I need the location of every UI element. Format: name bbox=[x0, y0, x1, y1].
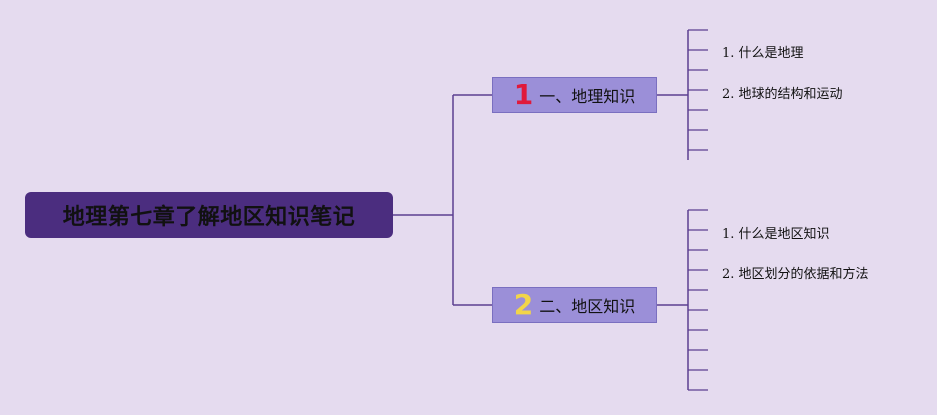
root-title: 地理第七章了解地区知识笔记 bbox=[62, 205, 356, 230]
leaf-topic-2-1[interactable]: 1. 什么是地区知识 bbox=[722, 227, 830, 242]
branch-topic-2[interactable]: 2 二、地区知识 bbox=[492, 287, 657, 323]
leaf-topic-2-2[interactable]: 2. 地区划分的依据和方法 bbox=[722, 267, 869, 282]
branch-number-2: 2 bbox=[513, 288, 534, 321]
leaf-topic-1-1[interactable]: 1. 什么是地理 bbox=[722, 46, 804, 61]
branch-label-2: 二、地区知识 bbox=[539, 297, 636, 316]
branch-topic-1[interactable]: 1 一、地理知识 bbox=[492, 77, 657, 113]
leaf-topic-1-2[interactable]: 2. 地球的结构和运动 bbox=[722, 87, 843, 102]
root-topic[interactable]: 地理第七章了解地区知识笔记 bbox=[25, 192, 393, 238]
branch-label-1: 一、地理知识 bbox=[539, 87, 636, 106]
branch-number-1: 1 bbox=[513, 78, 534, 111]
